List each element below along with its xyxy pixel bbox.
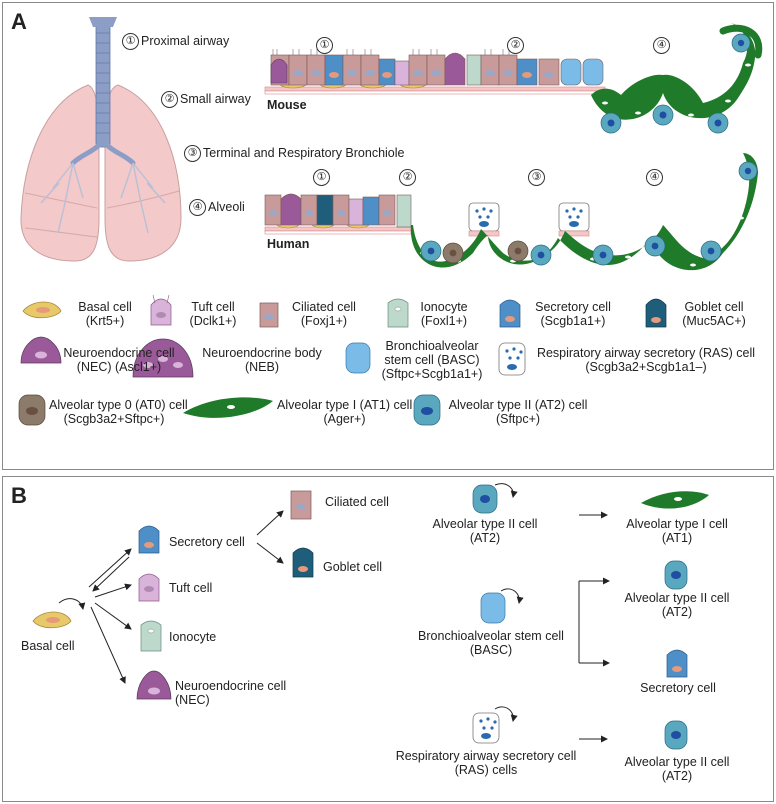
secretory-cell-label: Secretory cell: [169, 535, 245, 549]
human-marker-3: ③: [528, 169, 545, 186]
legend-icons: [18, 294, 667, 426]
human-label: Human: [267, 237, 310, 251]
at2-ras-target-label: Alveolar type II cell(AT2): [624, 755, 730, 783]
legend-tuft: Tuft cell(Dclk1+): [189, 300, 237, 328]
panel-a: A: [2, 2, 774, 470]
panel-b-lineage-diagram: [32, 483, 709, 750]
human-marker-4: ④: [646, 169, 663, 186]
human-marker-1: ①: [313, 169, 330, 186]
region-2-number: ②: [161, 91, 178, 108]
region-4-number: ④: [189, 199, 206, 216]
at2-target-label: Alveolar type II cell(AT2): [624, 591, 730, 619]
region-1-number: ①: [122, 33, 139, 50]
legend-secretory: Secretory cell(Scgb1a1+): [535, 300, 611, 328]
basc-label: Bronchioalveolar stem cell(BASC): [418, 629, 564, 657]
legend-ras: Respiratory airway secretory (RAS) cell(…: [536, 346, 756, 374]
mouse-alveoli: [591, 23, 763, 134]
human-marker-2: ②: [399, 169, 416, 186]
mouse-marker-1: ①: [316, 37, 333, 54]
panel-a-letter: A: [11, 9, 27, 34]
panel-b: B: [2, 476, 774, 802]
mouse-airway-epithelium: [264, 49, 606, 95]
mouse-label: Mouse: [267, 98, 307, 112]
legend-ionocyte: Ionocyte(Foxl1+): [420, 300, 468, 328]
human-alveoli: [410, 153, 758, 271]
panel-a-illustration: [18, 17, 763, 426]
legend-at2: Alveolar type II (AT2) cell(Sftpc+): [448, 398, 588, 426]
at1-target-label: Alveolar type I cell(AT1): [626, 517, 728, 545]
legend-goblet: Goblet cell(Muc5AC+): [682, 300, 746, 328]
tuft-cell-label: Tuft cell: [169, 581, 213, 595]
ionocyte-label: Ionocyte: [169, 630, 217, 644]
at2-source-label: Alveolar type II cell(AT2): [432, 517, 538, 545]
legend-neb: Neuroendocrine body(NEB): [202, 346, 322, 374]
legend-at0: Alveolar type 0 (AT0) cell(Scgb3a2+Sftpc…: [49, 398, 188, 426]
legend-basal: Basal cell(Krt5+): [78, 300, 132, 328]
mouse-marker-2: ②: [507, 37, 524, 54]
goblet-cell-label: Goblet cell: [323, 560, 383, 574]
region-3-number: ③: [184, 145, 201, 162]
ras-label: Respiratory airway secretory cell(RAS) c…: [395, 749, 577, 777]
basal-cell-label: Basal cell: [21, 639, 75, 653]
ciliated-cell-label: Ciliated cell: [325, 495, 389, 509]
panel-b-letter: B: [11, 483, 27, 508]
mouse-marker-4: ④: [653, 37, 670, 54]
legend-nec: Neuroendocrine cell(NEC) (Ascl1+): [63, 346, 175, 374]
human-airway-epithelium: [264, 193, 590, 237]
legend-at1: Alveolar type I (AT1) cell(Ager+): [277, 398, 413, 426]
nec-label: Neuroendocrine cell(NEC): [175, 679, 287, 707]
secretory-target-label: Secretory cell: [640, 681, 716, 695]
region-2-label: Small airway: [180, 92, 251, 106]
region-1-label: Proximal airway: [141, 34, 230, 48]
region-4-label: Alveoli: [208, 200, 245, 214]
lung-illustration: [20, 17, 182, 262]
legend-ciliated: Ciliated cell(Foxj1+): [292, 300, 356, 328]
region-3-label: Terminal and Respiratory Bronchiole: [203, 146, 405, 160]
